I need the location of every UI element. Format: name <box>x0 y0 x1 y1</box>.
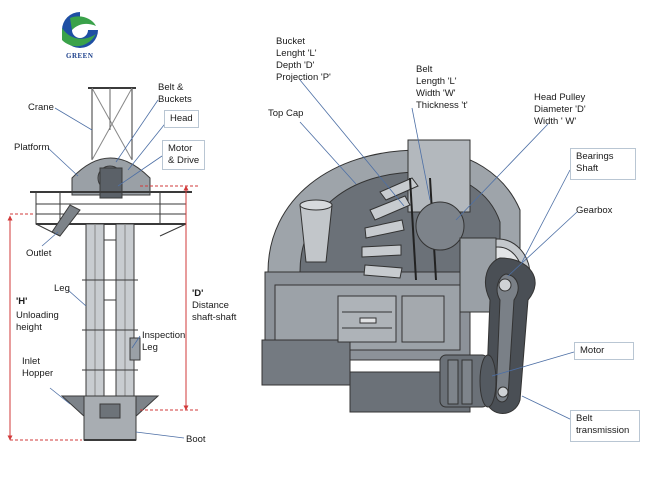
head-pulley <box>415 201 465 251</box>
dimension-lines <box>7 185 200 441</box>
motor-drive-label-line1: Motor <box>168 143 193 154</box>
head-pulley-line2: Diameter 'D' <box>534 104 586 115</box>
bucket-label-line3: Depth 'D' <box>276 60 315 71</box>
motor-drive-label-line2: & Drive <box>168 155 200 166</box>
inspection-door <box>129 337 141 361</box>
belt-transmission-line2: transmission <box>576 425 630 436</box>
bearings-label-line1: Bearings <box>576 151 614 162</box>
gearbox-label: Gearbox <box>576 205 613 216</box>
top-cap-chute <box>299 199 333 263</box>
motor-body <box>439 354 497 408</box>
platform-label: Platform <box>14 142 50 153</box>
belt-transmission-label: Belt transmission <box>570 410 640 442</box>
inspection-label-line2: Leg <box>142 342 158 353</box>
boot-section <box>83 395 137 441</box>
crane-label: Crane <box>28 102 54 113</box>
unloading-height-line1: Unloading <box>16 310 59 321</box>
buckets <box>361 177 419 279</box>
motor-label: Motor <box>574 342 634 360</box>
belt-label-line1: Belt <box>416 64 433 75</box>
inlet-hopper-line2: Hopper <box>22 368 54 379</box>
inspection-label-line1: Inspection <box>142 330 186 341</box>
logo-icon <box>62 12 98 48</box>
bucket-elevator <box>30 87 192 441</box>
inlet-hopper <box>60 395 87 420</box>
belt-label-line4: Thickness 't' <box>416 100 468 111</box>
belt-buckets-label-line2: Buckets <box>158 94 192 105</box>
outlet-label: Outlet <box>26 248 52 259</box>
boot-label: Boot <box>186 434 206 445</box>
d-dimension-key: 'D' <box>192 288 204 299</box>
inspection-drawer <box>337 295 397 343</box>
top-cap-label: Top Cap <box>268 108 304 119</box>
logo-text: GREEN <box>66 52 94 60</box>
inlet-hopper-line1: Inlet <box>22 356 40 367</box>
head-section <box>261 139 536 414</box>
bearings-label-line2: Shaft <box>576 163 599 174</box>
head-label: Head <box>164 110 199 128</box>
head-pulley-line3: Width ' W' <box>534 116 577 127</box>
bearings-shaft-label: Bearings Shaft <box>570 148 636 180</box>
motor-drive-label: Motor & Drive <box>162 140 206 170</box>
head-pulley-line1: Head Pulley <box>534 92 586 103</box>
belt-label-line3: Width 'W' <box>416 88 456 99</box>
belt-transmission-line1: Belt <box>576 413 593 424</box>
leg-label: Leg <box>54 283 70 294</box>
bucket-label-line4: Projection 'P' <box>276 72 331 83</box>
bucket-label-line2: Lenght 'L' <box>276 48 317 59</box>
elevator-legs <box>82 223 138 411</box>
unloading-height-line2: height <box>16 322 42 333</box>
distance-label-line1: Distance <box>192 300 229 311</box>
belt-label-line2: Length 'L' <box>416 76 457 87</box>
belt-buckets-label-line1: Belt & <box>158 82 184 93</box>
h-dimension-key: 'H' <box>16 296 28 307</box>
bucket-label-line1: Bucket <box>276 36 306 47</box>
outlet-chute <box>51 204 81 237</box>
right-leaders <box>299 79 578 421</box>
crane-frame <box>88 87 136 161</box>
left-leaders <box>41 99 185 439</box>
distance-label-line2: shaft-shaft <box>192 312 237 323</box>
